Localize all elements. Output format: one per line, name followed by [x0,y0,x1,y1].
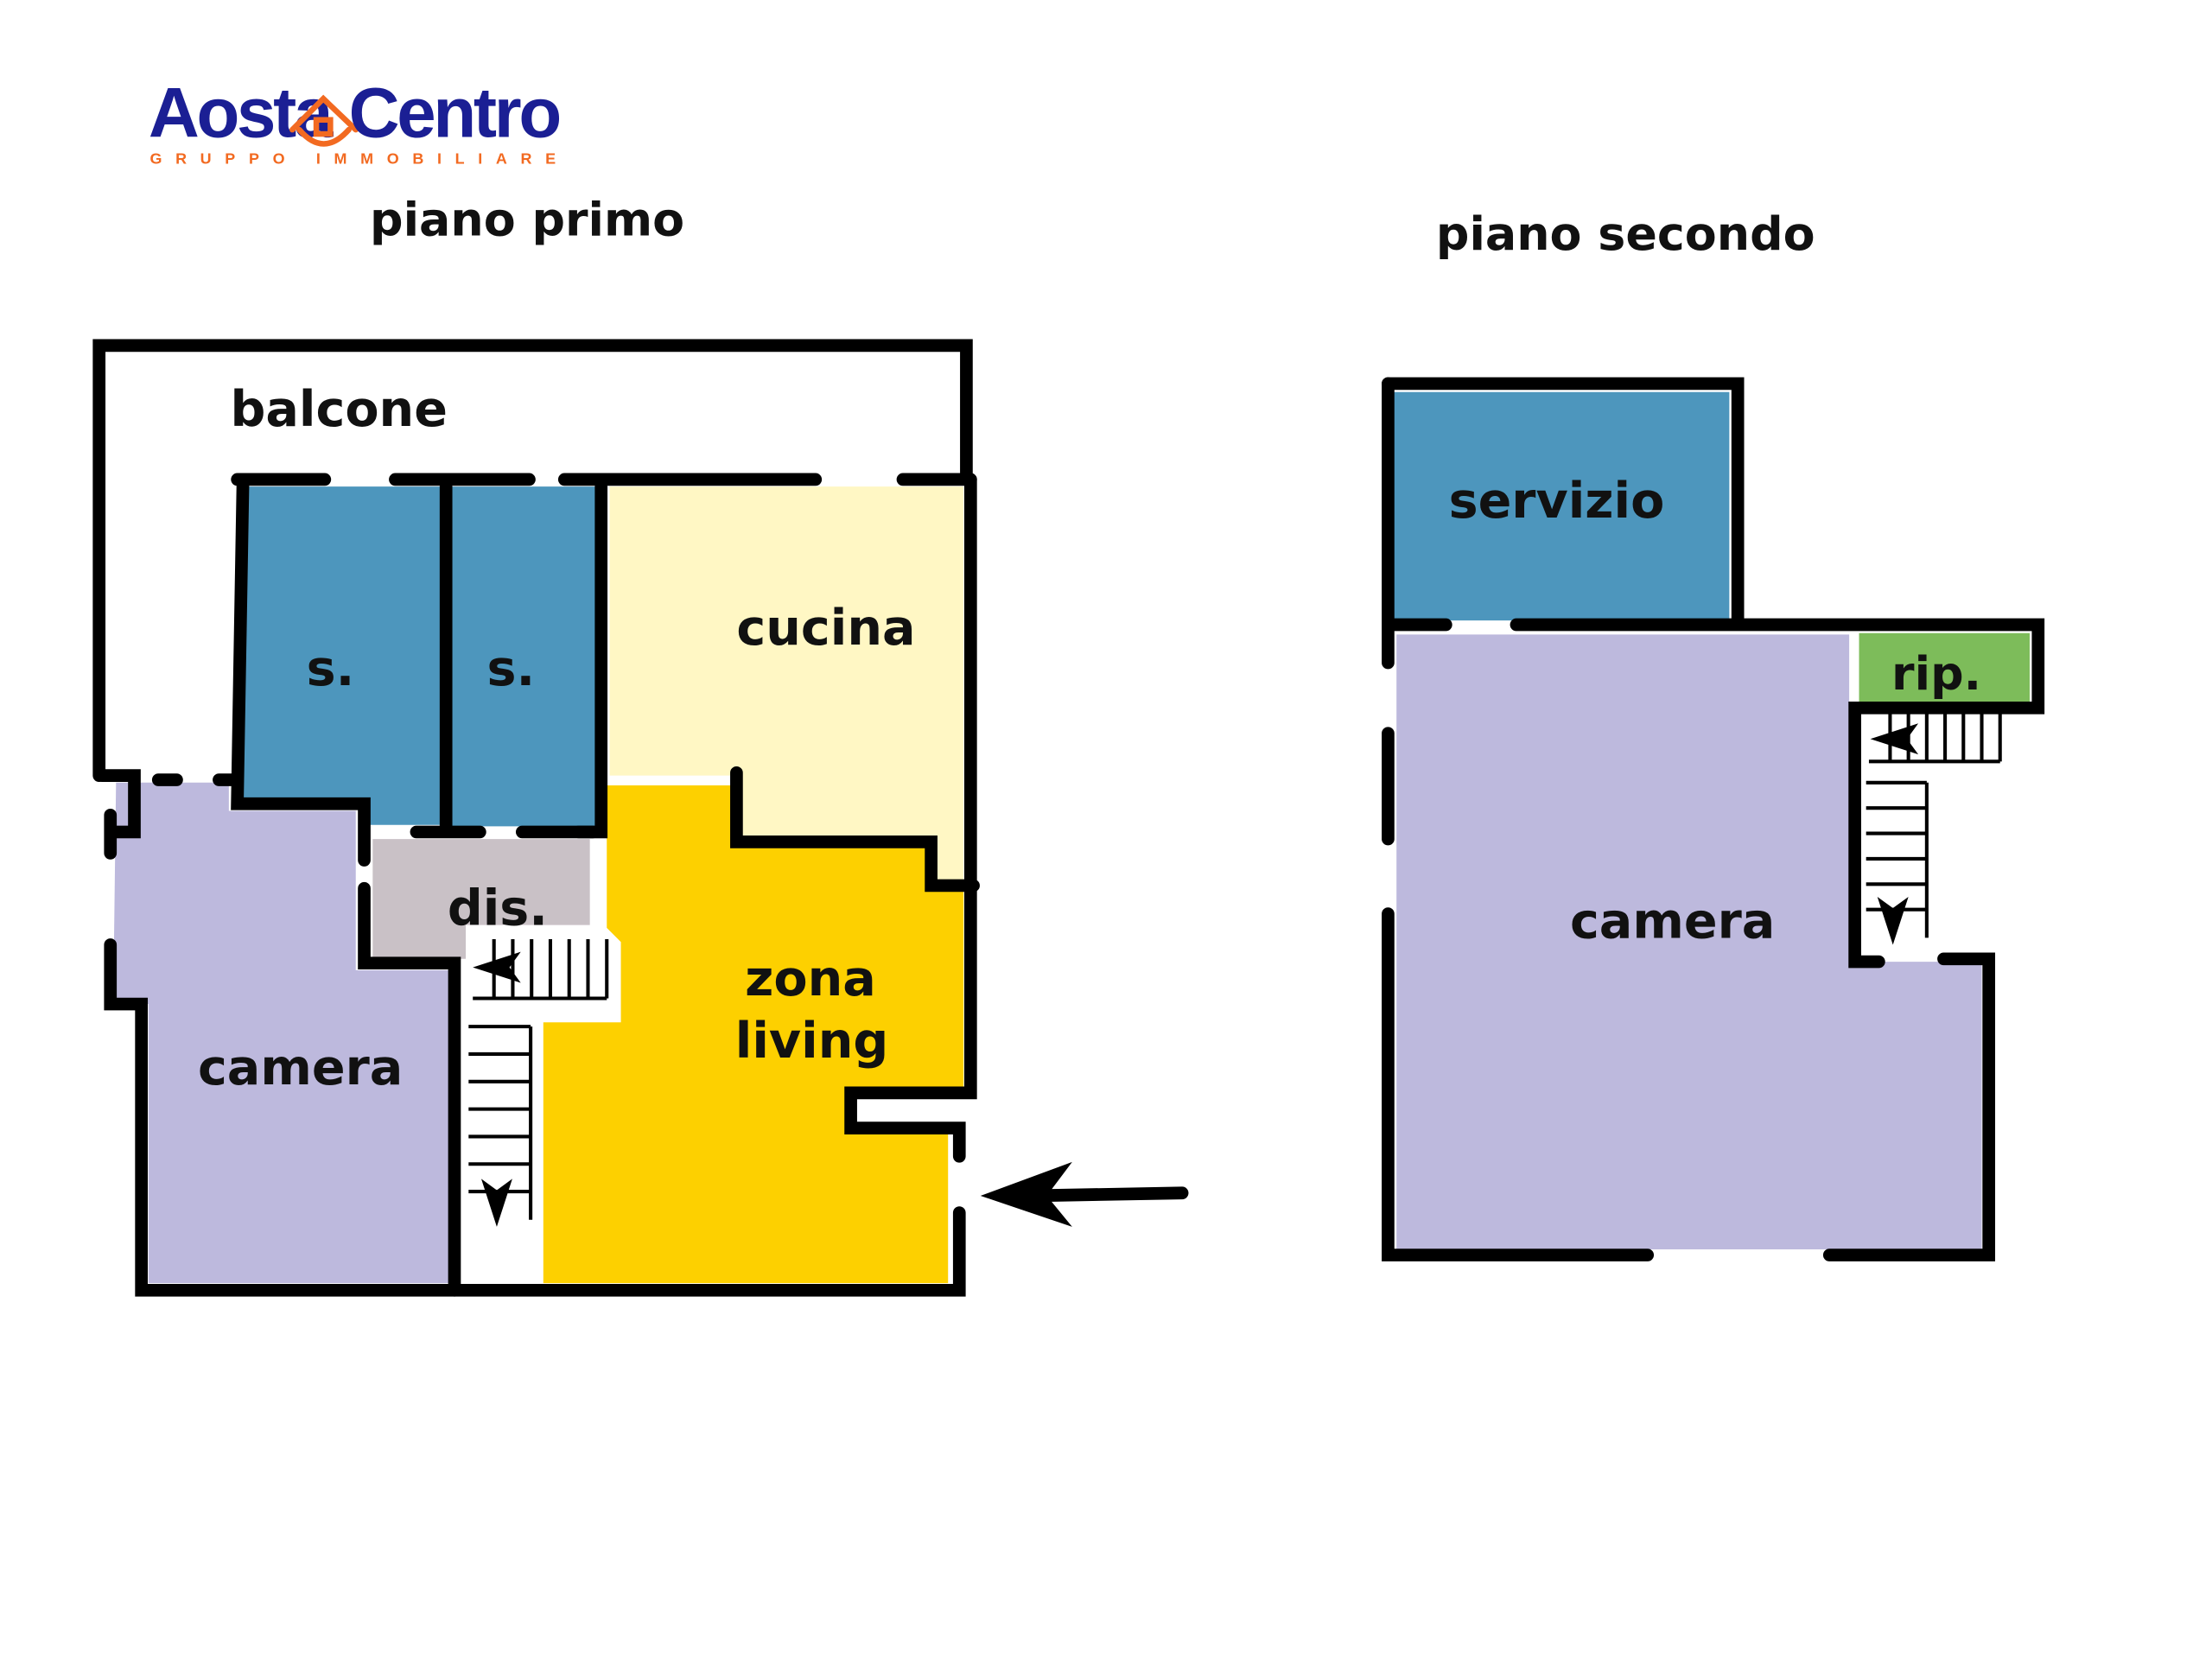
room-label-living-line-1: zona [745,950,876,1007]
arrow-left-icon [473,951,521,983]
logo-brand-right: Centro [349,73,560,152]
room-fill-bath-2 [451,486,596,827]
floor-title-second: piano secondo [1436,206,1815,261]
room-label-bath-1: s. [307,640,355,697]
room-fill-living [543,785,964,1284]
staircase [473,938,609,1001]
logo: Aosta Centro GRUPPO IMMOBILIARE [149,73,569,167]
arrow-down-icon [480,1179,512,1227]
wall [104,938,966,1297]
wall [1382,907,1655,1261]
wall [92,339,973,782]
wall [730,766,980,893]
room-label-balcony: balcone [230,381,447,438]
room-label-bath-2: s. [487,640,536,697]
wall [95,769,141,839]
staircase [468,1025,533,1227]
entrance-arrow-icon [980,1161,1189,1227]
arrow-down-icon [1877,896,1909,945]
room-fill-bathroom-2 [1393,391,1730,621]
room-fill-bedroom-1 [113,782,449,1284]
room-fill-bedroom-2 [1396,634,1982,1250]
wall [844,473,977,1163]
walls [92,339,2045,1297]
room-fill-bath-1 [237,486,441,825]
room-label-living-line-2: living [735,1013,888,1070]
room-fill-hall [372,839,590,959]
room-label-kitchen: cucina [736,600,915,657]
floor-title-first: piano primo [370,193,684,247]
wall [1510,618,2045,969]
room-label-hall: dis. [448,880,548,937]
staircase [1866,780,1929,945]
house-icon [289,94,359,147]
room-label-bedroom-2: camera [1570,893,1775,950]
room-fill-storage [1859,632,2031,702]
room-label-bedroom-1: camera [198,1039,403,1096]
wall [1382,377,1745,630]
logo-tagline: GRUPPO IMMOBILIARE [149,149,569,167]
arrow-left-icon [1870,723,1919,755]
staircase [1868,713,2002,764]
room-label-storage: rip. [1891,646,1981,701]
wall [1822,952,1996,1261]
wall [358,881,461,1297]
wall [231,473,371,867]
stairs [468,713,2002,1227]
room-label-bathroom-2: servizio [1449,473,1665,530]
room-fill-kitchen [609,486,964,880]
